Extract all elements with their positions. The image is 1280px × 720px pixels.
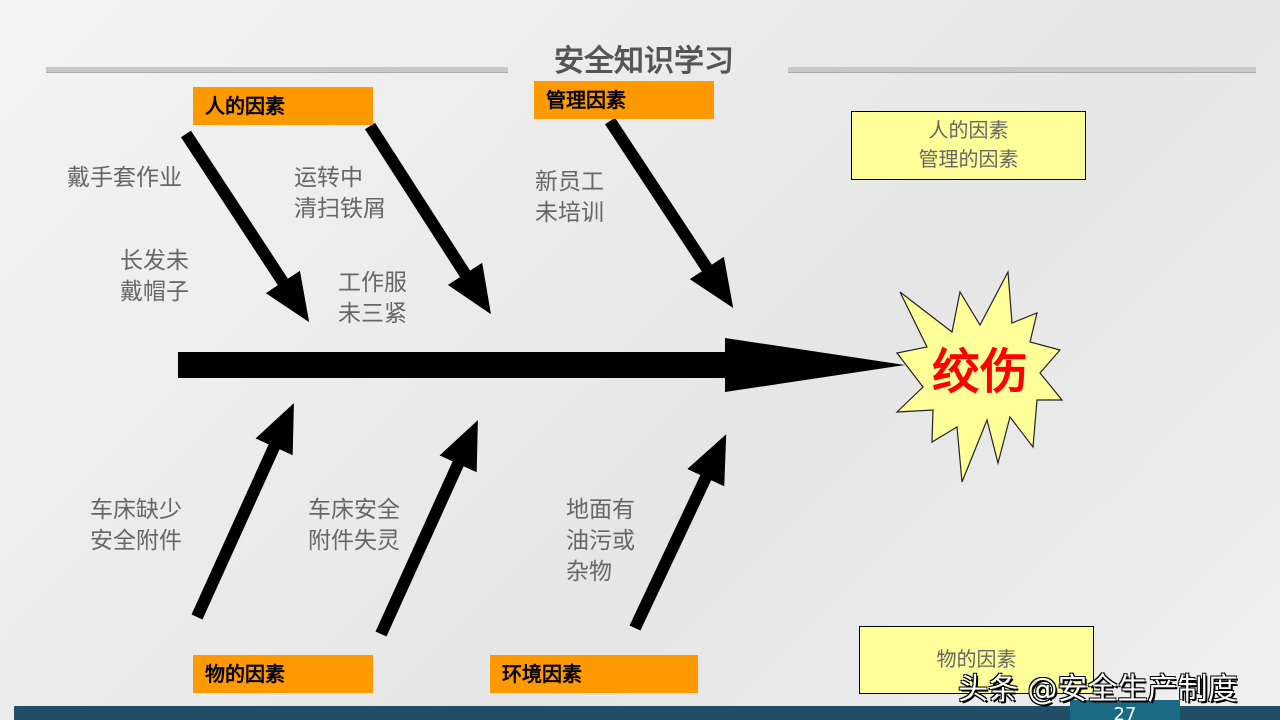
bone-arrow [375,420,478,637]
cause-hair: 长发未 戴帽子 [120,248,189,305]
note-bottom: 物的因素 [859,626,1094,694]
effect-label: 绞伤 [932,344,1028,400]
watermark: 头条 @安全生产制度 [958,672,1238,707]
title-rule-left [46,67,508,73]
bone-arrow [180,130,310,323]
category-people: 人的因素 [193,87,373,125]
bone-arrow [629,434,727,631]
page-number: 27 [1070,700,1180,720]
bone-arrow [191,403,294,620]
title-rule-right [788,67,1256,73]
spine-arrow [178,338,905,392]
category-environment: 环境因素 [490,655,698,693]
category-management: 管理因素 [534,81,714,119]
bone-arrow [604,117,734,309]
page-title: 安全知识学习 [554,44,734,79]
cause-gloves: 戴手套作业 [67,165,182,191]
cause-lathe-failed: 车床安全 附件失灵 [308,497,400,554]
cause-uniform: 工作服 未三紧 [338,270,407,327]
cause-cleaning: 运转中 清扫铁屑 [294,165,386,222]
effect-starburst [895,269,1064,483]
note-top: 人的因素 管理的因素 [851,111,1086,180]
cause-lathe-missing: 车床缺少 安全附件 [90,497,182,554]
cause-training: 新员工 未培训 [535,169,604,226]
cause-floor: 地面有 油污或 杂物 [566,497,635,585]
footer-bar [14,706,1280,720]
category-things: 物的因素 [193,655,373,693]
bone-arrow [364,122,491,315]
